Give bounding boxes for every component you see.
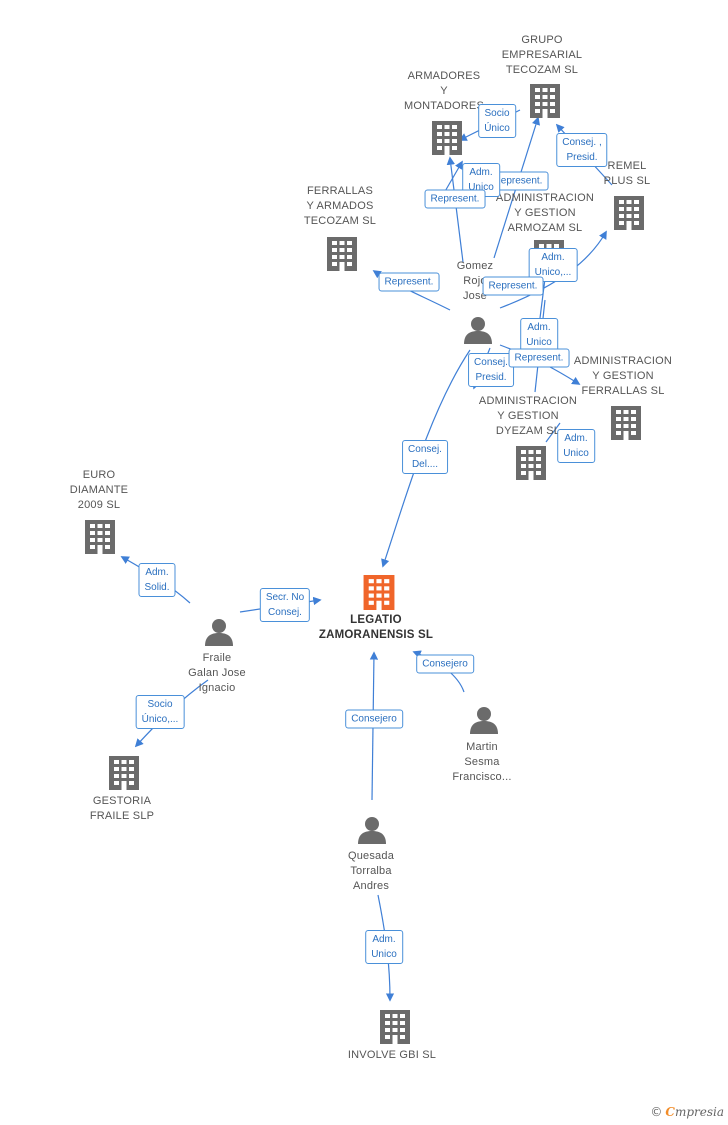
building-icon (109, 756, 139, 790)
building-icon (614, 196, 644, 230)
building-icon (611, 406, 641, 440)
edge-label-represent[interactable]: Represent. (482, 276, 544, 296)
node-involve-gbi[interactable]: INVOLVE GBI SL (347, 1049, 437, 1061)
brand-watermark: ©Cmpresia (650, 1105, 724, 1119)
edge-label-adm-unico[interactable]: Adm. Unico (365, 930, 403, 964)
edge-label-represent[interactable]: Represent. (508, 348, 570, 368)
building-icon (380, 1010, 410, 1044)
edge-label-adm-unico[interactable]: Adm. Unico (557, 429, 595, 463)
node-legatio-zamoranensis[interactable]: LEGATIO ZAMORANENSIS SL (318, 614, 434, 641)
edge-label-consejero[interactable]: Consejero (416, 654, 474, 674)
node-quesada-torralba[interactable]: Quesada Torralba Andres (347, 850, 395, 892)
edge-label-consej-presid[interactable]: Consej. , Presid. (556, 133, 608, 167)
node-ag-dyezam[interactable]: ADMINISTRACION Y GESTION DYEZAM SL (478, 395, 578, 437)
node-euro-diamante[interactable]: EURO DIAMANTE 2009 SL (69, 469, 129, 511)
edge-label-adm-solid[interactable]: Adm. Solid. (138, 563, 176, 597)
node-gestoria-fraile[interactable]: GESTORIA FRAILE SLP (89, 795, 155, 822)
node-armadores-montadores[interactable]: ARMADORES Y MONTADORES (403, 70, 485, 112)
node-ferrallas-armados-tecozam[interactable]: FERRALLAS Y ARMADOS TECOZAM SL (303, 185, 377, 227)
edge-label-consej-del[interactable]: Consej. Del.... (402, 440, 448, 474)
edge-label-consej-presid[interactable]: Consej. Presid. (468, 353, 514, 387)
node-gomez-rojo-jose[interactable]: Gomez Rojo Jose (456, 260, 494, 302)
edge-adm-unico-dyezam (545, 422, 561, 443)
edge-label-adm-unico[interactable]: Adm. Unico (520, 318, 558, 352)
brand-initial: C (665, 1105, 675, 1119)
node-ag-ferrallas[interactable]: ADMINISTRACION Y GESTION FERRALLAS SL (573, 355, 673, 397)
edge-label-represent[interactable]: Represent. (378, 272, 440, 292)
edge-label-socio-unico[interactable]: Socio Único (478, 104, 516, 138)
node-martin-sesma[interactable]: Martin Sesma Francisco... (452, 741, 512, 783)
person-icon (470, 707, 498, 734)
copyright-symbol: © (650, 1105, 663, 1119)
building-icon (327, 237, 357, 271)
person-icon (358, 817, 386, 844)
node-ag-armozam[interactable]: ADMINISTRACION Y GESTION ARMOZAM SL (495, 192, 595, 234)
person-icon (205, 619, 233, 646)
node-grupo-empresarial-tecozam[interactable]: GRUPO EMPRESARIAL TECOZAM SL (501, 34, 583, 76)
edge-adm-unico-armadores (446, 156, 464, 263)
edge-label-socio-unico[interactable]: Socio Único,... (135, 695, 185, 729)
building-icon (516, 446, 546, 480)
edge-label-secr-no-consej[interactable]: Secr. No Consej. (259, 588, 311, 622)
edge-label-adm-unico[interactable]: Adm. Unico,... (528, 248, 578, 282)
node-fraile-galan[interactable]: Fraile Galan Jose Ignacio (188, 652, 246, 694)
building-icon (432, 121, 462, 155)
person-icon (464, 317, 492, 344)
edge-label-consejero[interactable]: Consejero (345, 709, 403, 729)
brand-name: mpresia (674, 1105, 724, 1119)
building-icon (85, 520, 115, 554)
building-icon (530, 84, 560, 118)
edge-label-represent[interactable]: Represent. (424, 189, 486, 209)
node-remel-plus[interactable]: REMEL PLUS SL (603, 160, 651, 187)
building-icon (363, 575, 395, 610)
